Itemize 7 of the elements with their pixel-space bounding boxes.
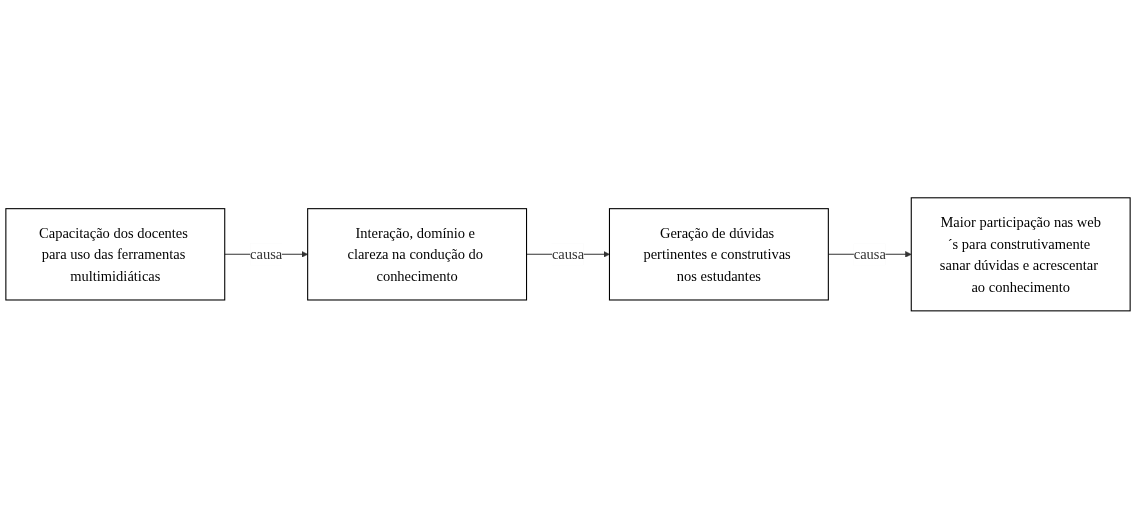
- edge-label: causa: [551, 246, 585, 262]
- node-box: Capacitação dos docentes para uso das ferramentas multimidiáticas: [5, 207, 226, 301]
- node-box: Maior participação nas web´s para construtivamente sanar dúvidas e acrescentar ao conhecimento: [910, 196, 1131, 312]
- node-box: Interação, domínio e clareza na condução do conhecimento: [307, 207, 528, 301]
- node-box: Geração de dúvidas pertinentes e construtivas nos estudantes: [608, 207, 829, 301]
- edge-label: causa: [853, 246, 886, 262]
- edge-label: causa: [250, 246, 283, 262]
